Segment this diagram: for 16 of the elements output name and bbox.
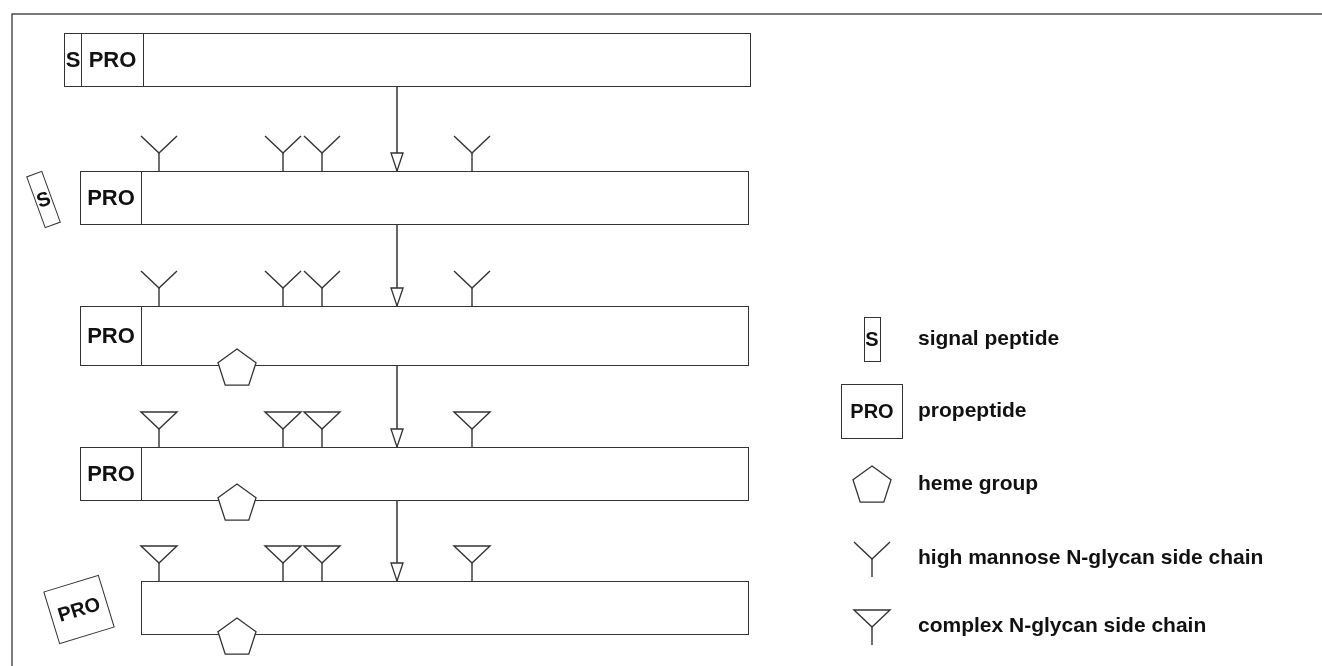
legend-label: complex N-glycan side chain [918,613,1207,637]
legend-label: high mannose N-glycan side chain [918,545,1264,569]
segment-box: S [65,34,82,86]
legend-label: signal peptide [918,326,1060,350]
protein-bar [64,33,751,87]
legend-sample-box: S [863,316,881,362]
arrow [390,86,404,172]
arrow [390,224,404,307]
protein-bar [80,171,749,225]
detached-segment-box: PRO [43,574,115,645]
legend-label: propeptide [918,398,1027,422]
arrow [390,500,404,582]
legend-label: heme group [918,471,1039,495]
detached-segment-box: S [26,170,61,229]
arrow [390,365,404,448]
legend-sample-box: PRO [841,383,903,439]
